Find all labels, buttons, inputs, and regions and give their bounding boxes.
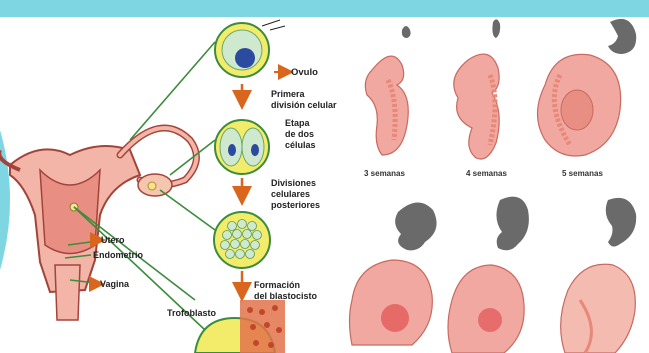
- trofoblasto-label: Trofoblasto: [167, 308, 217, 318]
- embryo-grid: 3 semanas 4 semanas 5 semanas: [350, 19, 637, 353]
- formacion-label-2: del blastocisto: [254, 291, 318, 301]
- silhouette-week8: [606, 198, 636, 247]
- embryo-week8: [561, 264, 636, 353]
- etapa-label-1: Etapa: [285, 118, 311, 128]
- silhouette-week3: [402, 26, 411, 38]
- morula-cell: [214, 212, 270, 268]
- week-label-4: 4 semanas: [466, 169, 507, 178]
- embryo-week7: [448, 265, 524, 353]
- utero-label: Utero: [101, 235, 125, 245]
- anatomy-labels: Utero Endometrio Vagina Trofoblasto: [90, 235, 217, 318]
- primera-label-1: Primera: [271, 89, 306, 99]
- uterus-illustration: [0, 128, 196, 320]
- divisiones-label-1: Divisiones: [271, 178, 316, 188]
- embryo-week3: [365, 56, 408, 155]
- ovulo-cell: [215, 20, 285, 77]
- silhouette-week4: [492, 19, 500, 38]
- silhouette-week6: [395, 202, 436, 250]
- silhouette-week5: [608, 19, 636, 54]
- divisiones-label-3: posteriores: [271, 200, 320, 210]
- vagina-label: Vagina: [100, 279, 130, 289]
- endometrio-label: Endometrio: [93, 250, 144, 260]
- embryo-week4: [454, 54, 499, 159]
- two-cell-stage: [215, 120, 269, 174]
- formacion-label-1: Formación: [254, 280, 300, 290]
- week-label-5: 5 semanas: [562, 169, 603, 178]
- week-label-3: 3 semanas: [364, 169, 405, 178]
- primera-label-2: división celular: [271, 100, 337, 110]
- divisiones-label-2: celulares: [271, 189, 310, 199]
- silhouette-week7: [496, 197, 528, 251]
- embryo-week6: [350, 260, 433, 345]
- etapa-label-2: de dos: [285, 129, 314, 139]
- etapa-label-3: células: [285, 140, 316, 150]
- ovulo-label: Ovulo: [291, 67, 318, 78]
- teal-corner-shape: [0, 0, 105, 17]
- embryo-week5: [538, 54, 621, 156]
